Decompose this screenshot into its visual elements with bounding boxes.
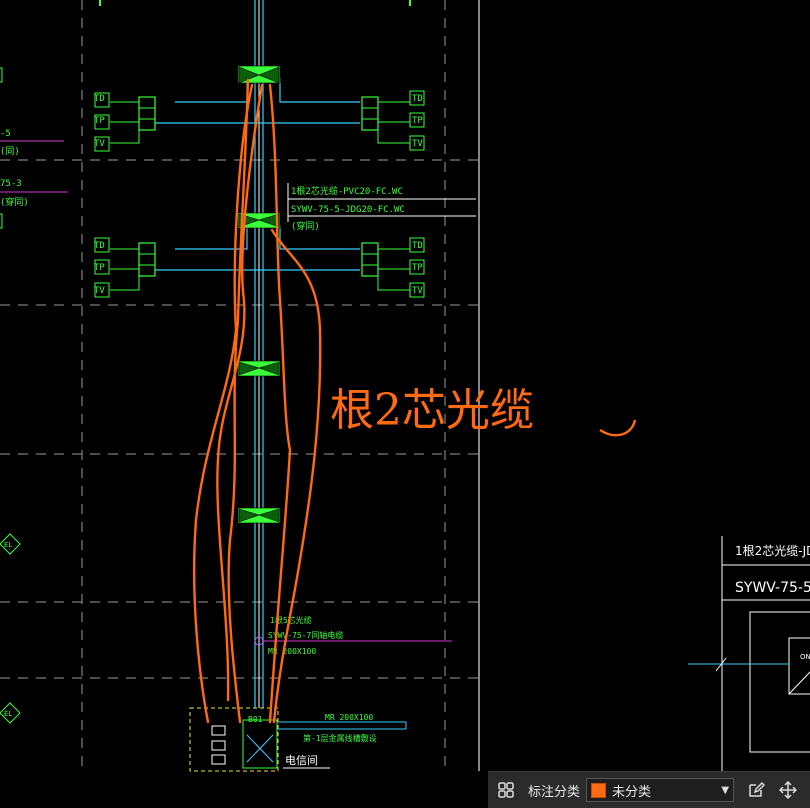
svg-text:EL: EL [4, 541, 12, 549]
category-select[interactable]: 未分类 ▼ [586, 778, 735, 802]
outlet-label-td: TD [94, 241, 105, 251]
outlet-label-tv: TV [412, 286, 423, 296]
outlet-label-tv: TV [94, 139, 105, 149]
dashed-grid-lines [0, 0, 478, 771]
move-icon[interactable] [774, 776, 802, 804]
telecom-room: B01 MR 200X100 第-1层金属线槽敷设 电信间 [189, 707, 407, 772]
outlet-label-td: TD [94, 94, 105, 104]
edit-icon[interactable] [742, 776, 770, 804]
el-diamond-lower: EL [0, 702, 21, 724]
right-annotation-line-2: SYWV-75-5 [735, 580, 810, 596]
left-fragment-2: (同) [0, 146, 20, 157]
outlet-label-tv: TV [412, 139, 423, 149]
cable-annotation: 1根2芯光缆-PVC20-FC.WC SYWV-75-5-JDG20-FC.WC… [287, 183, 476, 232]
left-edge-fragments: -5 (同) 75-3 (穿同) [0, 67, 68, 229]
handwritten-annotation: 根2芯光缆 [330, 385, 534, 436]
tray-note: 第-1层金属线槽敷设 [303, 733, 377, 743]
handwriting-tail [599, 419, 637, 437]
riser-note: 1根5芯光缆 SYWV-75-7同轴电缆 MR 200X100 [254, 615, 452, 656]
right-annotation-line-1: 1根2芯光缆-JD [735, 544, 810, 558]
box-label: B01 [248, 715, 263, 724]
riser-note-line-3: MR 200X100 [268, 647, 316, 656]
grid-icon[interactable] [492, 776, 520, 804]
outlet-label-td: TD [412, 94, 423, 104]
riser-note-line-1: 1根5芯光缆 [270, 615, 312, 625]
splitter-symbols [237, 65, 281, 524]
room-label: 电信间 [285, 754, 318, 767]
annotation-line-3: (穿同) [291, 220, 320, 232]
category-selected-value: 未分类 [612, 784, 652, 800]
left-fragment-3: 75-3 [0, 179, 22, 189]
outlet-label-tp: TP [412, 263, 423, 273]
left-fragment-4: (穿同) [0, 196, 29, 208]
left-fragment-1: -5 [0, 129, 11, 139]
outlet-label-tp: TP [412, 116, 423, 126]
right-symbol: ON [800, 653, 810, 661]
annotation-toolbar: 标注分类 未分类 ▼ [488, 771, 810, 808]
tray-label: MR 200X100 [325, 713, 373, 722]
outlet-labels: TD TP TV TD TP TV TD TP TV TD TP TV [94, 94, 423, 296]
branch-block-lower [94, 225, 425, 298]
handwritten-cable-traces [192, 78, 322, 724]
annotation-line-2: SYWV-75-5-JDG20-FC.WC [291, 205, 405, 215]
vertical-riser [254, 0, 264, 708]
outlet-label-tp: TP [94, 116, 105, 126]
right-detail: 1根2芯光缆-JD SYWV-75-5 ON [688, 536, 810, 771]
color-swatch [591, 782, 607, 798]
svg-text:EL: EL [4, 710, 12, 718]
outlet-label-td: TD [412, 241, 423, 251]
annotation-line-1: 1根2芯光缆-PVC20-FC.WC [291, 185, 403, 197]
el-symbols: EL EL [0, 533, 21, 724]
riser-note-line-2: SYWV-75-7同轴电缆 [268, 630, 343, 640]
el-diamond-upper: EL [0, 533, 21, 555]
chevron-down-icon: ▼ [721, 784, 730, 796]
outlet-label-tp: TP [94, 263, 105, 273]
outlet-label-tv: TV [94, 286, 105, 296]
category-label: 标注分类 [528, 784, 581, 800]
